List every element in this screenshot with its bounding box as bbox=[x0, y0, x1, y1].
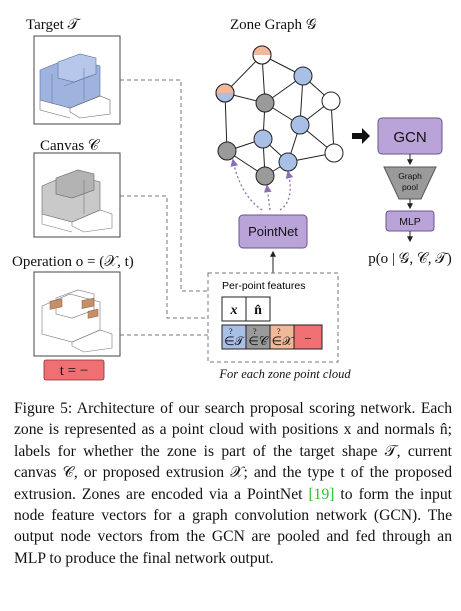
target-connector bbox=[120, 79, 221, 292]
canvas-connector bbox=[120, 195, 221, 319]
graph-pool-label-1: Graph bbox=[398, 171, 422, 181]
feature-in-canvas: ∈𝒞 bbox=[248, 334, 268, 348]
feature-in-extrusion-q: ? bbox=[277, 327, 281, 336]
caption-text: Figure 5: Architecture of our search pro… bbox=[14, 400, 452, 503]
mlp-label: MLP bbox=[399, 216, 421, 228]
graph-nodes bbox=[215, 45, 344, 186]
figure-caption: Figure 5: Architecture of our search pro… bbox=[14, 398, 452, 569]
canvas-shape-panel bbox=[33, 152, 121, 238]
architecture-figure: Target 𝒯 Canvas 𝒞 Operation o = (𝒳, t) bbox=[12, 17, 452, 381]
per-point-features-panel: Per-point features x n̂ ? ∈𝒯 ? ∈𝒞 ? ∈𝒳 − bbox=[207, 272, 339, 363]
feature-normal-n: n̂ bbox=[254, 303, 262, 318]
target-label: Target 𝒯 bbox=[26, 17, 82, 33]
output-probability: p(o | 𝒢, 𝒞, 𝒯) bbox=[368, 251, 452, 267]
pointnet-block: PointNet bbox=[238, 214, 308, 249]
gcn-block: GCN bbox=[377, 117, 443, 155]
graph-node-blue bbox=[253, 129, 273, 149]
feature-in-canvas-q: ? bbox=[253, 327, 257, 336]
target-shape-panel bbox=[33, 35, 121, 125]
operation-label: Operation o = (𝒳, t) bbox=[12, 254, 134, 270]
feature-position-x: x bbox=[230, 303, 238, 318]
graph-node-gray bbox=[255, 93, 275, 113]
graph-node-gray bbox=[217, 141, 237, 161]
feature-in-target: ∈𝒯 bbox=[224, 334, 245, 348]
operation-type-text: t = − bbox=[60, 363, 89, 379]
dashed-connectors bbox=[120, 79, 221, 336]
pointnet-label: PointNet bbox=[248, 224, 298, 239]
graph-node-blue bbox=[293, 66, 313, 86]
gcn-label: GCN bbox=[393, 129, 426, 146]
operation-shape-panel bbox=[33, 271, 121, 357]
graph-node-salmon-left bbox=[215, 83, 235, 103]
graph-pool-block: Graph pool bbox=[383, 166, 437, 200]
each-zone-caption: For each zone point cloud bbox=[218, 367, 351, 381]
pointnet-to-nodes-arrows bbox=[230, 158, 294, 211]
operation-shape-render bbox=[41, 289, 113, 353]
graph-to-gcn-arrow bbox=[352, 128, 370, 144]
target-shape-render bbox=[39, 53, 111, 119]
mlp-block: MLP bbox=[385, 210, 435, 232]
operation-type-badge: t = − bbox=[43, 359, 105, 381]
zone-graph-label: Zone Graph 𝒢 bbox=[230, 17, 317, 33]
canvas-shape-render bbox=[41, 169, 113, 233]
citation-link[interactable]: [19] bbox=[308, 485, 335, 503]
graph-node-white bbox=[324, 143, 344, 163]
feature-in-target-q: ? bbox=[229, 327, 233, 336]
caption-text-end: to form the input node feature vectors f… bbox=[14, 485, 452, 567]
canvas-label: Canvas 𝒞 bbox=[40, 138, 101, 154]
graph-node-gray bbox=[255, 166, 275, 186]
graph-node-white bbox=[321, 91, 341, 111]
graph-node-salmon-top bbox=[252, 45, 272, 65]
graph-node-blue bbox=[290, 115, 310, 135]
per-point-features-title: Per-point features bbox=[222, 280, 305, 292]
zone-graph bbox=[215, 45, 344, 211]
graph-node-blue bbox=[278, 152, 298, 172]
feature-in-extrusion: ∈𝒳 bbox=[272, 334, 294, 348]
graph-pool-label-2: pool bbox=[402, 182, 418, 192]
feature-op-type: − bbox=[304, 331, 311, 346]
